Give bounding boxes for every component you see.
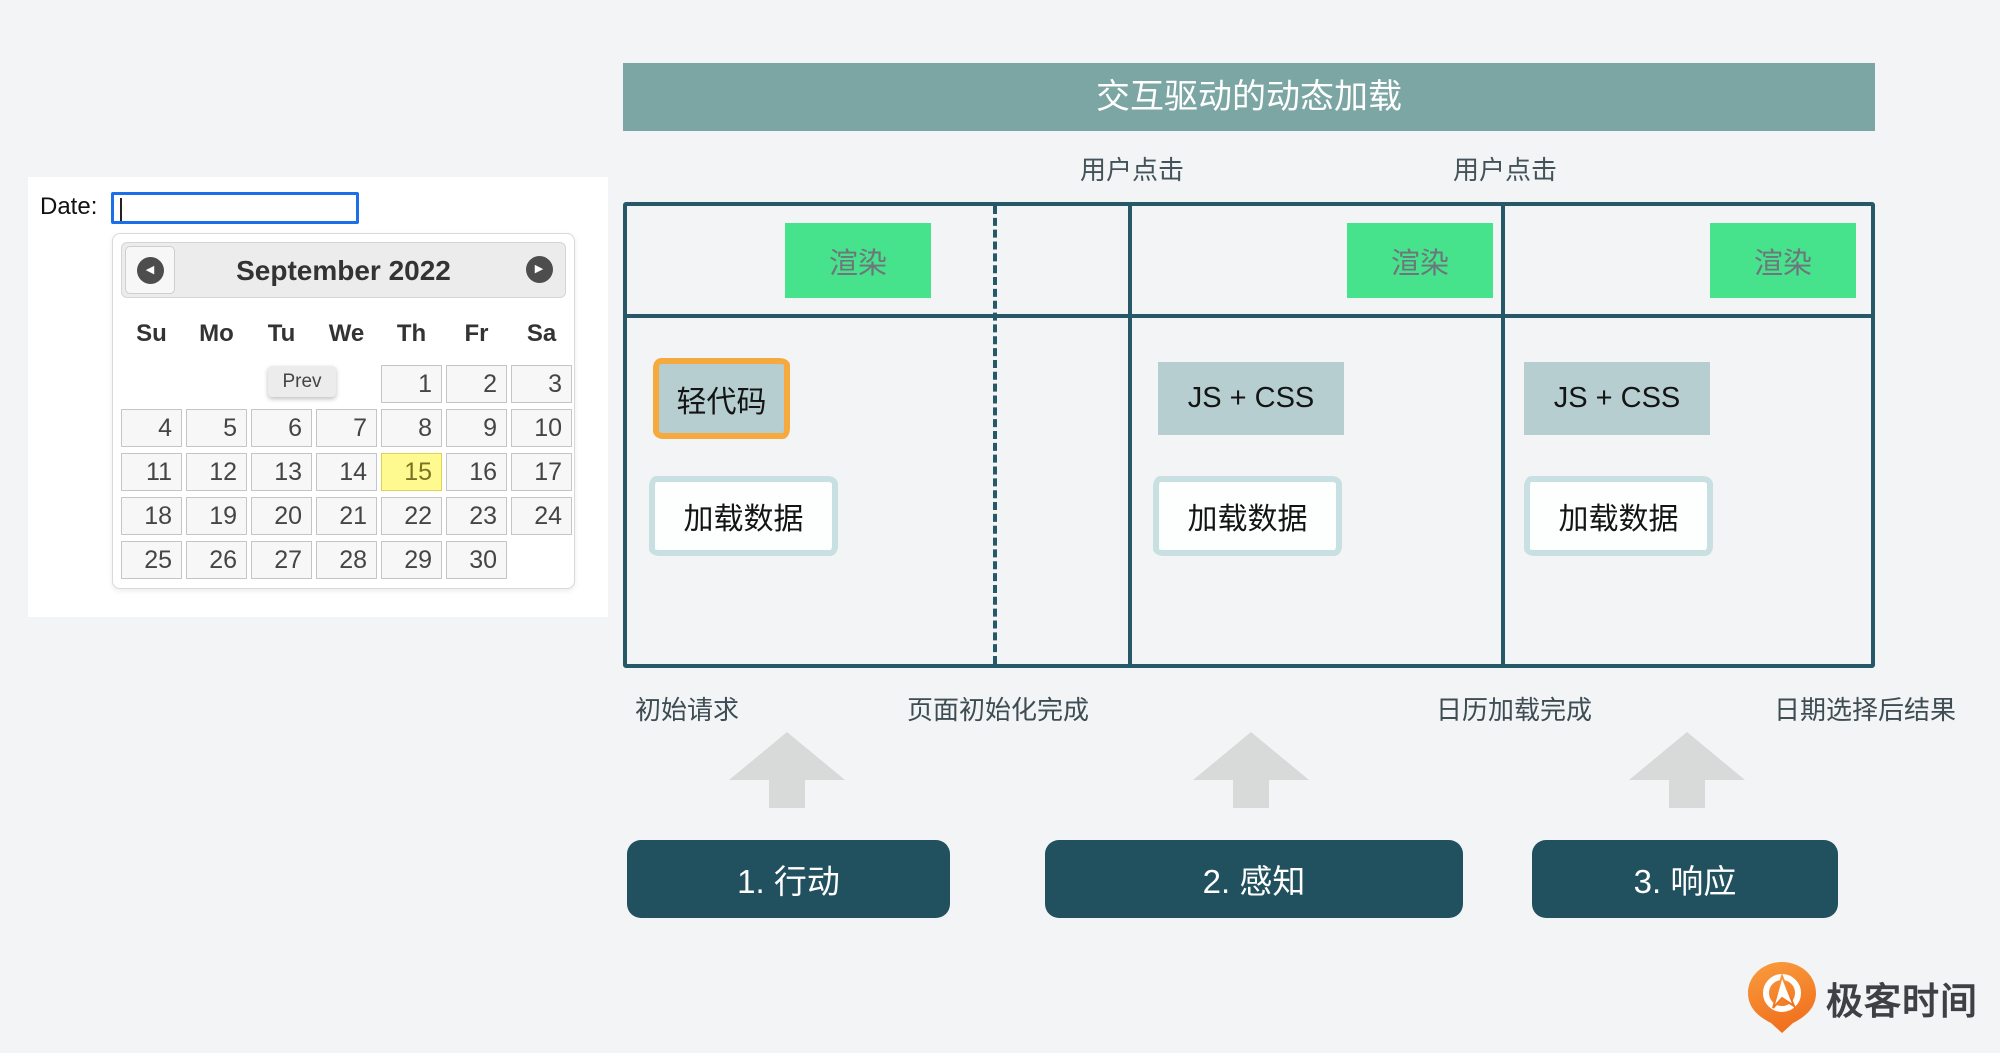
milestone-calendar-loaded: 日历加载完成 <box>1436 695 1593 725</box>
calendar-day-cell[interactable]: 11 <box>121 453 182 491</box>
calendar-day-cell[interactable]: 29 <box>381 541 442 579</box>
section-divider-1 <box>1128 204 1132 666</box>
calendar-day-cell[interactable]: 26 <box>186 541 247 579</box>
up-arrow-icon-3 <box>1629 732 1745 808</box>
phase-button-perceive: 2. 感知 <box>1045 840 1463 918</box>
month-year-title: September 2022 <box>236 255 451 286</box>
date-label: Date: <box>40 193 98 220</box>
next-arrow-icon: ▶ <box>525 255 553 283</box>
geektime-logo: 极客时间 <box>1748 960 1978 1035</box>
calendar-day-cell[interactable]: 9 <box>446 409 507 447</box>
phase-button-respond: 3. 响应 <box>1532 840 1838 918</box>
calendar-day-cell[interactable]: 15 <box>381 453 442 491</box>
calendar-day-cell[interactable]: 8 <box>381 409 442 447</box>
user-click-label-2: 用户点击 <box>1452 155 1557 185</box>
calendar-day-cell[interactable]: 28 <box>316 541 377 579</box>
text-cursor <box>120 198 122 221</box>
calendar-empty-cell <box>186 365 247 403</box>
light-code-box: 轻代码 <box>653 358 790 439</box>
calendar-day-cell[interactable]: 3 <box>511 365 572 403</box>
prev-button-tooltip: Prev <box>268 366 336 397</box>
render-box-1: 渲染 <box>785 223 931 298</box>
day-header: Th <box>396 320 427 347</box>
calendar-day-cell[interactable]: 19 <box>186 497 247 535</box>
phase-button-action: 1. 行动 <box>627 840 950 918</box>
calendar-day-cell[interactable]: 1 <box>381 365 442 403</box>
day-header: Su <box>136 320 167 347</box>
diagram-title: 交互驱动的动态加载 <box>623 63 1875 131</box>
calendar-day-cell[interactable]: 17 <box>511 453 572 491</box>
calendar-day-cell[interactable]: 10 <box>511 409 572 447</box>
calendar-day-cell[interactable]: 22 <box>381 497 442 535</box>
dashed-divider-line <box>993 206 997 664</box>
day-header: Tu <box>267 320 296 347</box>
prev-month-button[interactable]: ◀ <box>125 246 175 294</box>
calendar-day-cell[interactable]: 13 <box>251 453 312 491</box>
milestone-page-init-done: 页面初始化完成 <box>907 695 1090 725</box>
calendar-day-cell[interactable]: 30 <box>446 541 507 579</box>
calendar-day-cell[interactable]: 23 <box>446 497 507 535</box>
day-header: Fr <box>464 320 489 347</box>
load-data-box-1: 加载数据 <box>649 476 838 556</box>
calendar-day-cell[interactable]: 27 <box>251 541 312 579</box>
calendar-day-cell[interactable]: 14 <box>316 453 377 491</box>
calendar-day-cell[interactable]: 21 <box>316 497 377 535</box>
calendar-day-cell[interactable]: 2 <box>446 365 507 403</box>
milestone-date-selected-result: 日期选择后结果 <box>1774 695 1957 725</box>
user-click-label-1: 用户点击 <box>1079 155 1184 185</box>
calendar-day-cell[interactable]: 6 <box>251 409 312 447</box>
calendar-day-cell[interactable]: 7 <box>316 409 377 447</box>
datepicker-header: ◀ September 2022 ▶ <box>121 242 566 298</box>
load-data-box-2: 加载数据 <box>1153 476 1342 556</box>
geektime-logo-text: 极客时间 <box>1826 980 1978 1022</box>
calendar-day-cell[interactable]: 18 <box>121 497 182 535</box>
day-header: Mo <box>199 320 234 347</box>
up-arrow-icon-1 <box>729 732 845 808</box>
day-header: Sa <box>526 320 557 347</box>
calendar-day-cell[interactable]: 20 <box>251 497 312 535</box>
calendar-day-cell[interactable]: 16 <box>446 453 507 491</box>
calendar-day-cell[interactable]: 24 <box>511 497 572 535</box>
calendar-day-cell[interactable]: 4 <box>121 409 182 447</box>
next-month-button[interactable]: ▶ <box>523 253 555 285</box>
section-divider-2 <box>1501 204 1505 666</box>
calendar-day-cell[interactable]: 25 <box>121 541 182 579</box>
prev-arrow-icon: ◀ <box>136 256 164 284</box>
calendar-day-cell[interactable]: 5 <box>186 409 247 447</box>
geektime-logo-icon <box>1748 961 1816 1033</box>
load-data-box-3: 加载数据 <box>1524 476 1713 556</box>
calendar-empty-cell <box>511 541 572 579</box>
render-box-2: 渲染 <box>1347 223 1493 298</box>
timeline-outline <box>623 202 1875 668</box>
calendar-empty-cell <box>121 365 182 403</box>
render-box-3: 渲染 <box>1710 223 1856 298</box>
row-divider-line <box>625 314 1873 318</box>
js-css-box-1: JS + CSS <box>1158 362 1344 435</box>
date-input[interactable] <box>111 192 359 224</box>
calendar-day-cell[interactable]: 12 <box>186 453 247 491</box>
milestone-initial-request: 初始请求 <box>635 695 740 725</box>
js-css-box-2: JS + CSS <box>1524 362 1710 435</box>
up-arrow-icon-2 <box>1193 732 1309 808</box>
day-header: We <box>328 320 365 347</box>
